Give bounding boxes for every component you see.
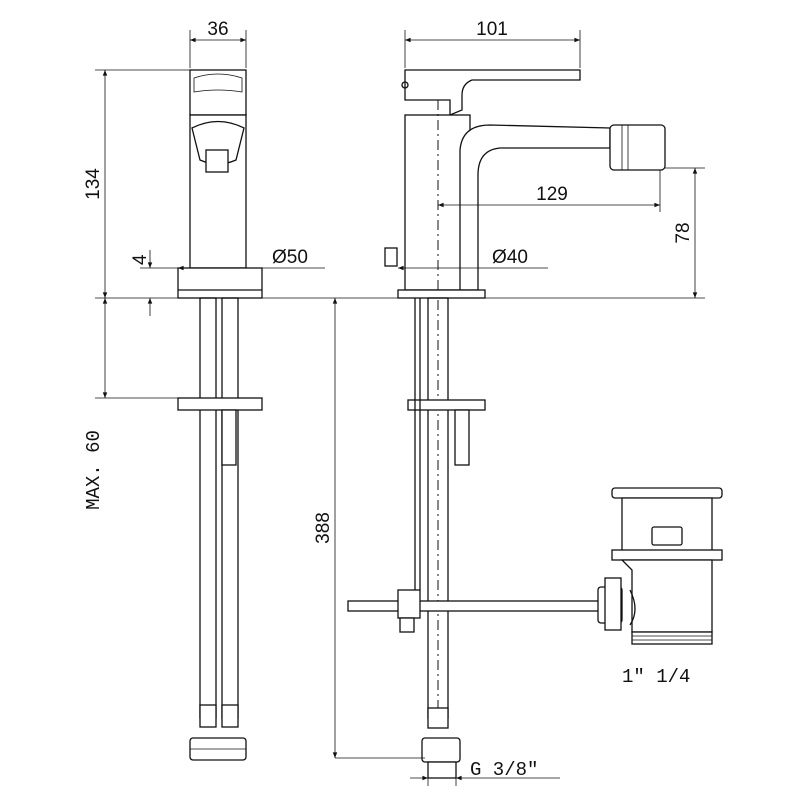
side-body <box>189 114 247 269</box>
dim-waste-thread: 1" 1/4 <box>622 666 690 688</box>
front-hose-fitting <box>421 737 461 763</box>
front-spout <box>459 124 611 291</box>
dim-4: 4 <box>130 254 151 265</box>
front-view: 101 129 78 Ø40 388 G 3/8" 1" 1/4 <box>262 19 723 786</box>
rod-clamp <box>397 589 421 619</box>
dim-134: 134 <box>83 168 104 200</box>
front-popup-knob <box>384 247 398 267</box>
dim-388: 388 <box>313 512 334 544</box>
front-stud <box>454 409 470 466</box>
dim-dia50: Ø50 <box>272 247 308 268</box>
side-stud <box>221 409 237 466</box>
dim-36: 36 <box>207 19 228 40</box>
side-mount-plate <box>177 397 263 411</box>
side-aerator <box>205 149 229 173</box>
popup-waste <box>597 487 723 645</box>
front-base-plate <box>397 289 486 299</box>
dim-129: 129 <box>536 184 568 205</box>
side-handle <box>189 69 247 116</box>
side-base-plate <box>177 267 263 299</box>
front-aerator <box>609 124 666 171</box>
dim-dia40: Ø40 <box>492 247 528 268</box>
side-hose-1 <box>199 297 217 719</box>
front-handle <box>404 69 581 116</box>
popup-rod <box>347 600 601 612</box>
dim-78: 78 <box>673 222 694 243</box>
side-hose-2 <box>221 297 239 719</box>
dim-g38: G 3/8" <box>470 759 538 781</box>
front-mount-plate <box>407 399 486 411</box>
dim-max60: MAX. 60 <box>83 430 105 510</box>
dim-101: 101 <box>476 19 508 40</box>
side-view: 36 134 4 Ø50 MAX. 60 <box>83 19 325 761</box>
